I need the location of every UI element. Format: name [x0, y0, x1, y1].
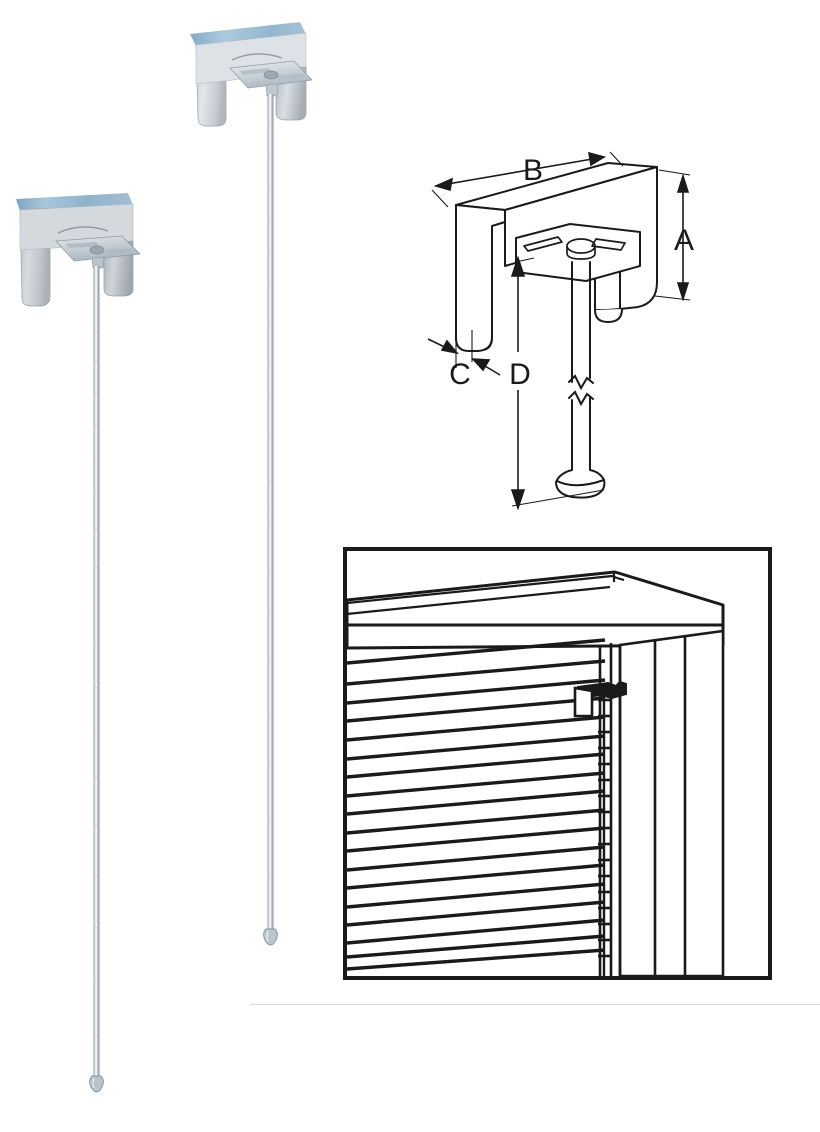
- dim-line-C: [427, 330, 501, 376]
- dim-label-D: D: [509, 358, 531, 391]
- dim-label-C: C: [449, 358, 471, 391]
- dim-line-D: [510, 255, 605, 511]
- venetian-slats: [347, 638, 606, 971]
- right-bracket-body: [190, 22, 313, 127]
- clamp-hook-bracket: [573, 686, 594, 718]
- rod-break-lower: [568, 390, 594, 407]
- left-bracket-body: [16, 193, 141, 307]
- left-bracket-tilt-rod: [89, 266, 104, 1093]
- dim-label-B: B: [523, 154, 543, 187]
- left-bracket-rod-collar: [91, 256, 105, 269]
- right-bracket-boss: [263, 70, 279, 80]
- dim-line-A: [654, 169, 691, 302]
- clamp-left-leg-round: [455, 336, 493, 352]
- valance-top-edge-line: [347, 574, 618, 605]
- right-bracket-top-flange: [190, 22, 306, 46]
- right-bracket-tilt-rod: [263, 94, 278, 946]
- left-bracket-plate-slot-2: [104, 248, 133, 254]
- clamp-plate-boss-side: [566, 246, 596, 260]
- dim-label-A: A: [674, 224, 694, 257]
- left-bracket-plate-slot-1: [66, 242, 99, 248]
- valance-top-face: [347, 570, 725, 627]
- clamp-hook: [573, 680, 627, 718]
- left-bracket-spring-wire: [57, 226, 109, 234]
- ladder-tape: [598, 690, 610, 976]
- bottom-divider: [250, 1004, 820, 1005]
- right-bracket-plate-slot-2: [276, 73, 305, 80]
- rod-break-upper: [568, 374, 594, 391]
- valance-second-edge: [347, 585, 611, 616]
- dim-rod-bulb-seam: [556, 479, 605, 487]
- right-bracket-spring-wire: [231, 53, 283, 61]
- left-bracket-boss: [89, 245, 105, 255]
- dim-line-B: [431, 151, 624, 208]
- clamp-right-leg-round: [594, 308, 623, 323]
- right-bracket-rod-collar: [265, 83, 279, 97]
- clamp-plate-slot-left: [523, 236, 563, 252]
- window-jamb-panel: [618, 629, 725, 976]
- valance-tip-tick: [616, 576, 625, 582]
- right-bracket-plate-slot-1: [240, 68, 271, 75]
